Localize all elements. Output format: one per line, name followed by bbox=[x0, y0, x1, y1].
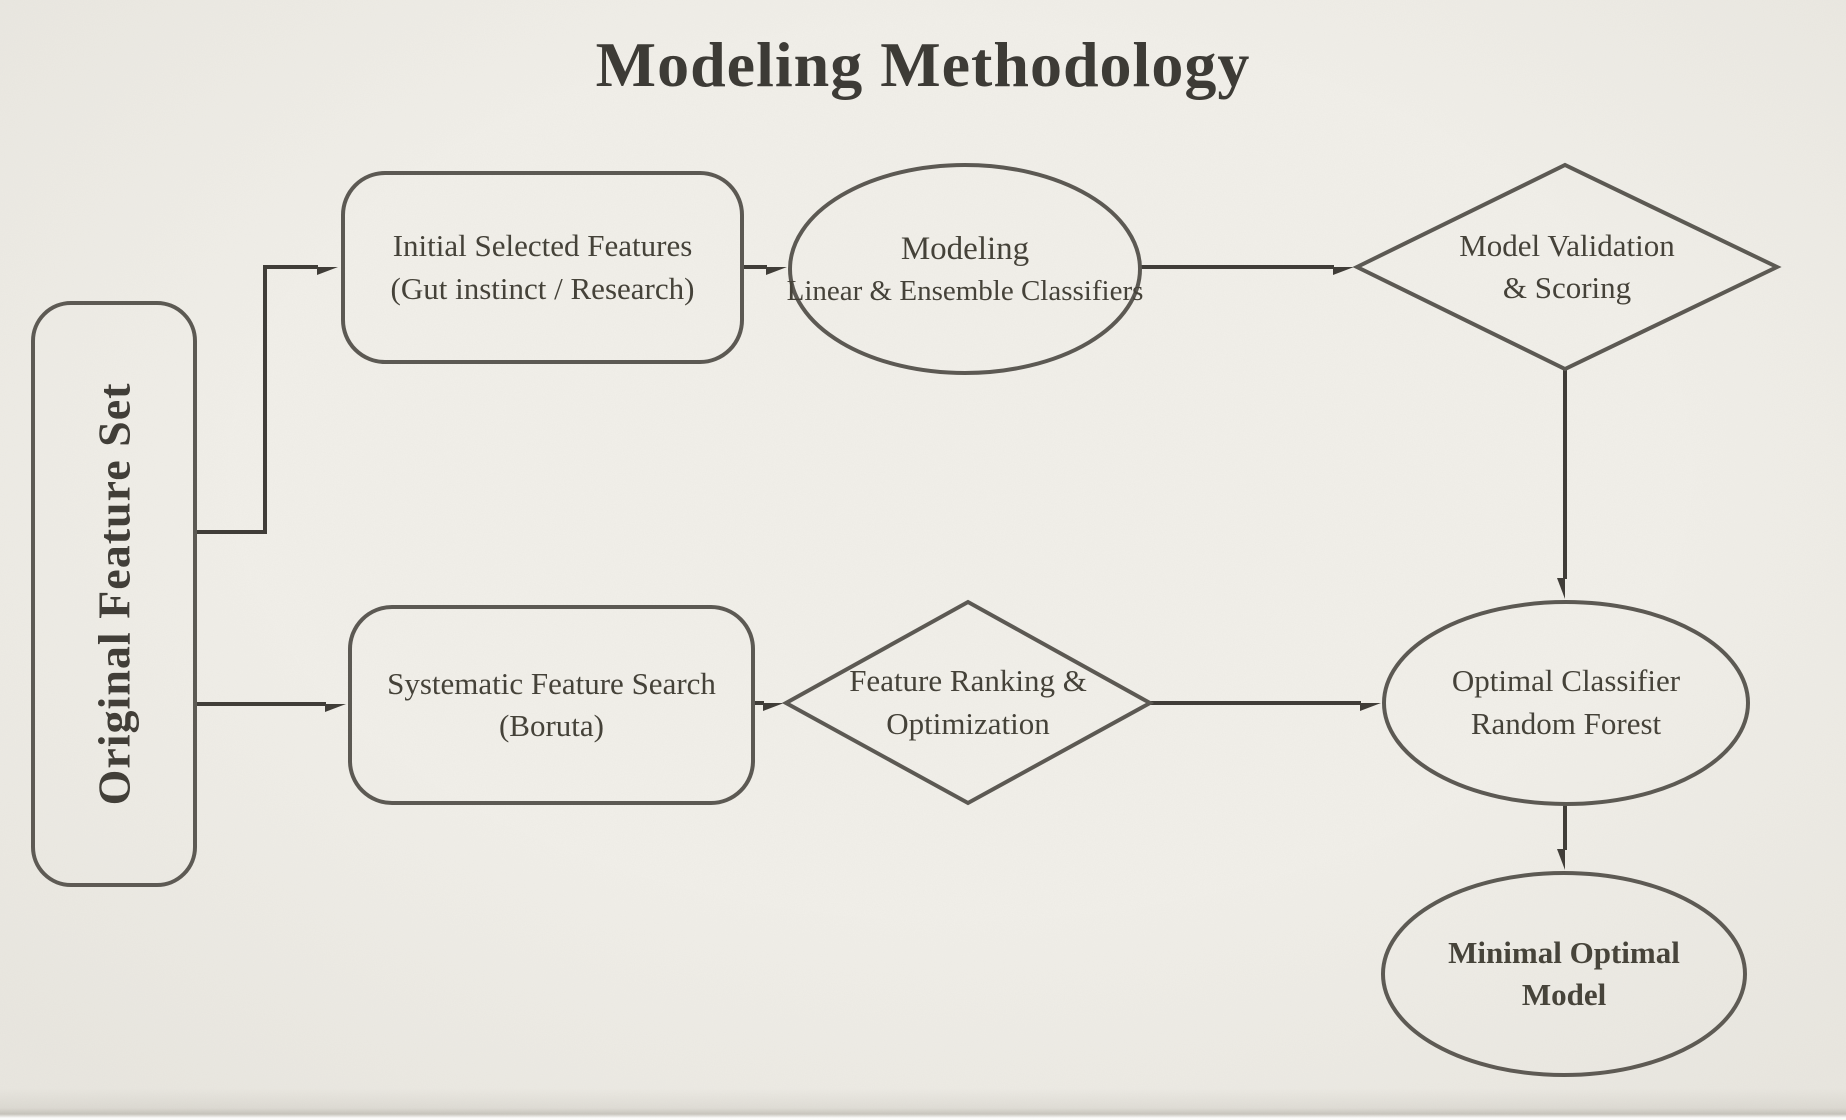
diagram-title: Modeling Methodology bbox=[595, 29, 1251, 100]
original-feature-set-label: Original Feature Set bbox=[88, 382, 140, 806]
